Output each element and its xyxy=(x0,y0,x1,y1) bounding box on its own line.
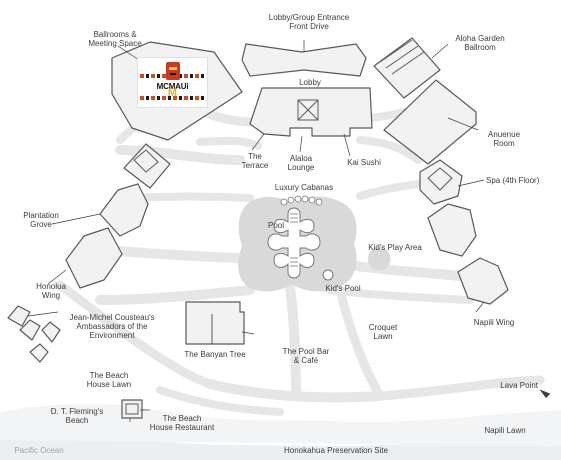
main-pool xyxy=(267,207,321,279)
spa-building xyxy=(419,159,463,205)
label-honolua: Honolua Wing xyxy=(36,282,66,300)
label-beach-house-lawn: The Beach House Lawn xyxy=(86,371,132,389)
label-napili-wing: Napili Wing xyxy=(473,318,515,327)
label-kids-pool: Kid's Pool xyxy=(325,284,361,293)
honolua-wing xyxy=(65,227,123,289)
label-kai-sushi: Kai Sushi xyxy=(347,158,381,167)
logo-stripe-bottom xyxy=(140,96,205,100)
label-ballrooms: Ballrooms & Meeting Space xyxy=(88,30,142,48)
tiki-icon xyxy=(166,62,180,80)
cousteau-building-2 xyxy=(19,319,41,341)
label-banyan-tree: The Banyan Tree xyxy=(184,350,246,359)
left-square-building xyxy=(123,143,171,189)
kids-pool xyxy=(322,269,334,281)
front-drive-building xyxy=(241,43,367,77)
label-kids-play-area: Kid's Play Area xyxy=(368,243,422,252)
kids-play-area-pad xyxy=(368,247,391,271)
label-spa: Spa (4th Floor) xyxy=(486,176,540,185)
walking-paths xyxy=(55,96,545,416)
label-croquet-lawn: Croquet Lawn xyxy=(368,323,398,341)
label-anuenue: Anuenue Room xyxy=(487,130,521,148)
label-lobby-entrance: Lobby/Group Entrance Front Drive xyxy=(268,13,350,31)
lobby-building xyxy=(249,87,373,137)
napili-wing-upper xyxy=(427,203,477,257)
cousteau-building-1 xyxy=(7,305,31,327)
label-luxury-cabanas: Luxury Cabanas xyxy=(274,183,334,192)
label-lobby: Lobby xyxy=(299,78,321,87)
label-pacific-ocean: Pacific Ocean xyxy=(14,446,64,455)
label-dt-fleming: D. T. Fleming's Beach xyxy=(50,407,104,425)
label-honokahua: Honokahua Preservation Site xyxy=(283,446,389,455)
label-pool-bar: The Pool Bar & Café xyxy=(282,347,330,365)
cousteau-building-4 xyxy=(29,343,49,363)
plantation-wing xyxy=(99,183,149,237)
aloha-garden-ballroom xyxy=(373,37,441,99)
label-pool: Pool xyxy=(267,221,284,230)
napili-wing-lower xyxy=(457,257,509,305)
label-plantation-grove: Plantation Grove xyxy=(23,211,59,229)
label-beach-house-restaurant: The Beach House Restaurant xyxy=(149,414,215,432)
mcmaui-logo: MCMAUi M xyxy=(137,57,208,108)
beach-house-restaurant-building xyxy=(121,399,143,419)
anuenue-room xyxy=(383,79,477,165)
label-alaloa: Alaloa Lounge xyxy=(287,154,315,172)
label-napili-lawn: Napili Lawn xyxy=(484,426,526,435)
building-details xyxy=(125,39,453,415)
pool-stairs xyxy=(290,213,298,267)
cousteau-building-3 xyxy=(41,321,61,343)
label-cousteau: Jean-Michel Cousteau's Ambassadors of th… xyxy=(69,313,155,340)
label-terrace: The Terrace xyxy=(241,152,269,170)
label-lava-point: Lava Point xyxy=(500,381,538,390)
ocean-area xyxy=(0,436,561,460)
label-aloha-garden: Aloha Garden Ballroom xyxy=(455,34,505,52)
logo-text: MCMAUi xyxy=(156,82,189,91)
banyan-building xyxy=(185,301,245,345)
buildings xyxy=(7,37,509,419)
lava-point-arrow xyxy=(540,390,550,398)
golden-arches-icon: M xyxy=(167,87,178,99)
cabana-circles xyxy=(280,195,323,206)
